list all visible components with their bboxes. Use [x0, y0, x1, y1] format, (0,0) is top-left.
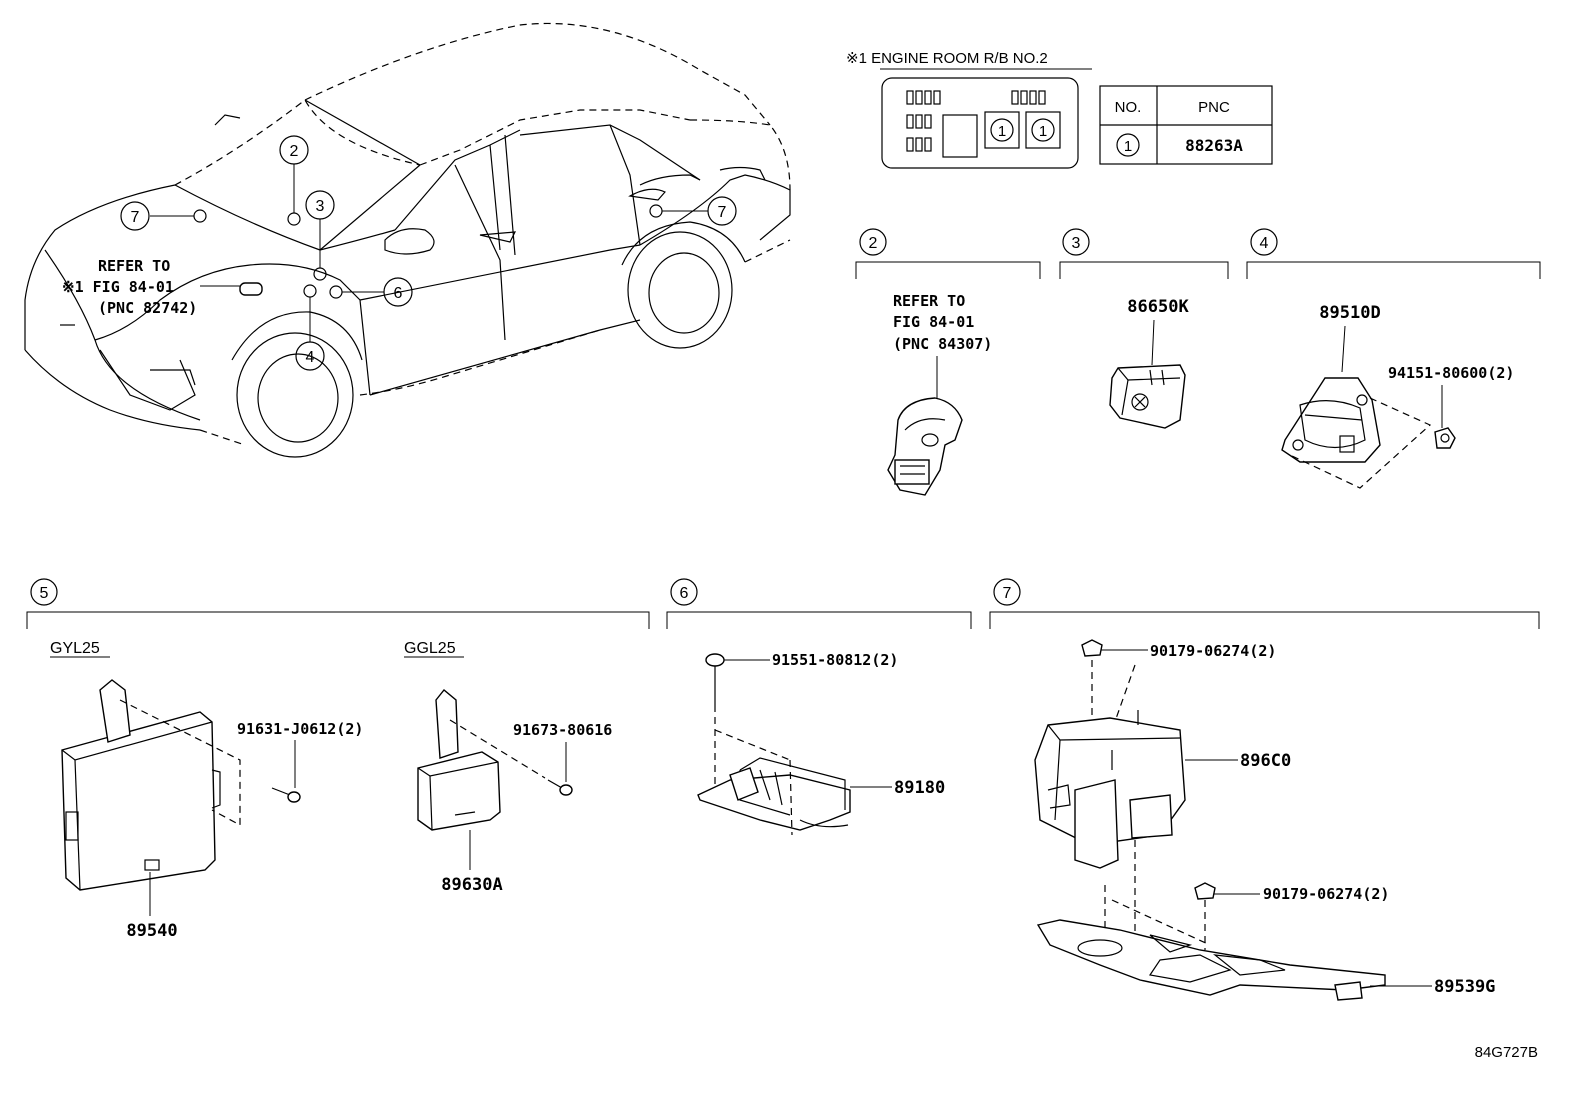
- section-4-part: 89510D: [1319, 303, 1380, 323]
- svg-text:4: 4: [306, 349, 315, 366]
- relay-block-section: ※1 ENGINE ROOM R/B NO.2 1 1 NO. PNC 1: [846, 50, 1273, 169]
- section-5-fastener-a: 91631-J0612(2): [237, 720, 363, 738]
- relay-marker-1b: 1: [1039, 123, 1047, 140]
- clock-spring-part: [887, 397, 963, 496]
- section-5-variant-b: GGL25: [404, 640, 456, 657]
- section-3-number: 3: [1072, 235, 1081, 252]
- svg-text:3: 3: [316, 198, 325, 215]
- section-6-number: 6: [680, 585, 689, 602]
- svg-text:2: 2: [290, 143, 299, 160]
- section-2-number: 2: [869, 235, 878, 252]
- ecu-89540-part: [61, 679, 241, 891]
- section-2-refer-line2: FIG 84-01: [893, 313, 974, 331]
- ecu-89630a-part: [417, 689, 546, 831]
- section-5-fastener-b: 91673-80616: [513, 721, 612, 739]
- section-7-fastener-b: 90179-06274(2): [1263, 885, 1389, 903]
- section-5-part-a: 89540: [126, 921, 177, 941]
- svg-text:7: 7: [131, 209, 140, 226]
- section-6-fastener: 91551-80812(2): [772, 651, 898, 669]
- section-4-fastener: 94151-80600(2): [1388, 364, 1514, 382]
- vehicle-callout-7: 7: [707, 196, 737, 226]
- nut-90179-lower-part: [1194, 882, 1216, 950]
- vehicle-callout-5: 7: [120, 201, 150, 231]
- section-5-variant-a: GYL25: [50, 640, 100, 657]
- table-header-pnc: PNC: [1198, 99, 1230, 116]
- vehicle-refer-line1: REFER TO: [98, 257, 170, 275]
- yaw-rate-sensor-part: [1281, 377, 1432, 489]
- table-row-pnc: 88263A: [1185, 136, 1243, 155]
- svg-text:6: 6: [394, 285, 403, 302]
- section-6-part: 89180: [894, 778, 945, 798]
- vehicle-callout-4: 4: [295, 341, 325, 371]
- section-2-refer-line3: (PNC 84307): [893, 335, 992, 353]
- vehicle-callout-2: 2: [279, 135, 309, 165]
- table-row-no: 1: [1124, 138, 1132, 155]
- section-7-part-a: 896C0: [1240, 751, 1291, 771]
- section-6: 6 91551-80812(2) 89180: [666, 578, 972, 836]
- relay-block-title: ※1 ENGINE ROOM R/B NO.2: [846, 50, 1048, 67]
- section-5-number: 5: [40, 585, 49, 602]
- relay-marker-1a: 1: [998, 123, 1006, 140]
- section-5: 5 GYL25 GGL25 91631-J0612(2) 89540: [26, 578, 650, 941]
- section-3-part: 86650K: [1127, 297, 1189, 317]
- nut-90179-top-part: [1081, 639, 1103, 657]
- section-7-part-b: 89539G: [1434, 977, 1495, 997]
- fuse-slots-right: [984, 90, 1061, 149]
- section-2-refer-line1: REFER TO: [893, 292, 965, 310]
- section-5-part-b: 89630A: [441, 875, 502, 895]
- section-2: 2 REFER TO FIG 84-01 (PNC 84307): [855, 228, 1041, 496]
- sensor-86650k-part: [1109, 364, 1186, 429]
- section-4-number: 4: [1260, 235, 1269, 252]
- section-7-fastener-a: 90179-06274(2): [1150, 642, 1276, 660]
- bolt-91551-part: [705, 653, 725, 705]
- bracket-89539g-part: [1036, 899, 1386, 1001]
- nut-94151-part: [1434, 427, 1456, 449]
- vehicle-illustration: [24, 22, 791, 458]
- section-7-number: 7: [1003, 585, 1012, 602]
- pnc-table: NO. PNC 1 88263A: [1099, 85, 1273, 165]
- bolt-91631-part: [271, 787, 301, 803]
- svg-text:7: 7: [718, 204, 727, 221]
- actuator-896c0-part: [1034, 660, 1186, 945]
- fuse-slots-left: [906, 90, 978, 158]
- table-header-no: NO.: [1115, 99, 1142, 116]
- sensor-89180-part: [697, 705, 851, 836]
- bolt-91673-part: [547, 779, 573, 796]
- vehicle-refer-line3: (PNC 82742): [98, 299, 197, 317]
- vehicle-callout-3: 3: [305, 190, 335, 220]
- section-4: 4 89510D 94151-80600(2): [1246, 228, 1541, 489]
- section-7: 7 90179-06274(2) 896C0 90179-06274(2): [989, 578, 1540, 1001]
- section-3: 3 86650K: [1059, 228, 1229, 429]
- figure-id: 84G727B: [1475, 1044, 1538, 1061]
- vehicle-callout-6: 6: [383, 277, 413, 307]
- vehicle-refer-line2: ※1 FIG 84-01: [62, 278, 174, 296]
